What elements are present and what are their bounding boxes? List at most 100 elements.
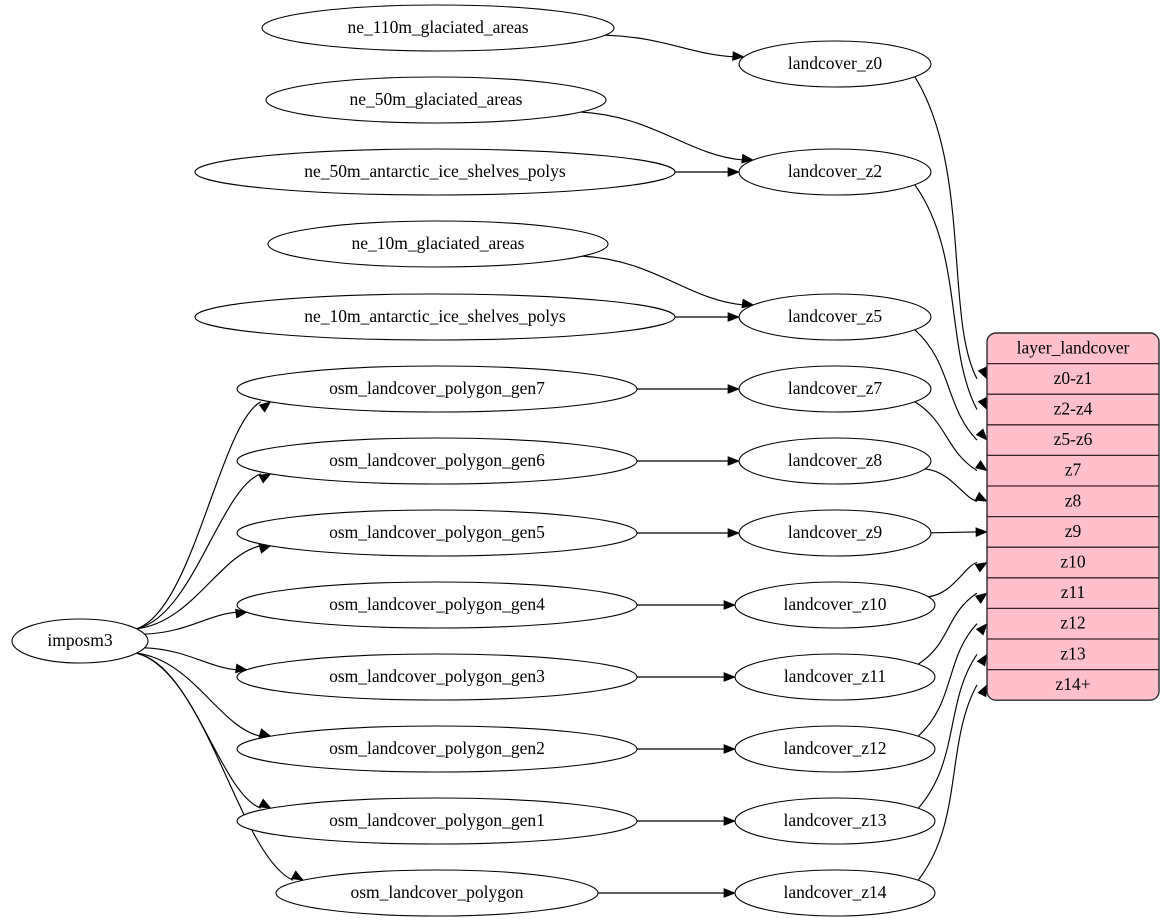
ne-node-ne10g[interactable]: ne_10m_glaciated_areas — [267, 220, 609, 268]
osm-node-gen5[interactable]: osm_landcover_polygon_gen5 — [236, 509, 638, 557]
edge-lz12-to-r-z12 — [917, 622, 988, 737]
table-row-label: z12 — [1060, 613, 1085, 633]
edge-arrowhead — [727, 167, 740, 177]
osm-node-gen1[interactable]: osm_landcover_polygon_gen1 — [236, 797, 638, 845]
table-row-z0-z1[interactable]: z0-z1 — [987, 364, 1159, 395]
edge-lz14-to-r-z14 — [917, 684, 988, 881]
landcover-node-lz10[interactable]: landcover_z10 — [734, 581, 936, 629]
table-row-label: z5-z6 — [1054, 429, 1093, 449]
node-shape — [267, 220, 609, 268]
ne-node-ne50g[interactable]: ne_50m_glaciated_areas — [265, 76, 607, 124]
edge-ne10g-to-lz5 — [582, 255, 755, 309]
table-row-z2-z4[interactable]: z2-z4 — [987, 394, 1159, 425]
edge-line — [917, 592, 978, 665]
osm-node-gen2[interactable]: osm_landcover_polygon_gen2 — [236, 725, 638, 773]
table-row-z13[interactable]: z13 — [987, 639, 1159, 670]
edge-gen4-to-lz10 — [637, 600, 736, 610]
edge-ne50g-to-lz2 — [580, 111, 755, 164]
ne-node-ne50a[interactable]: ne_50m_antarctic_ice_shelves_polys — [194, 148, 676, 196]
table-row-z11[interactable]: z11 — [987, 578, 1159, 609]
osm-node-gen4[interactable]: osm_landcover_polygon_gen4 — [236, 581, 638, 629]
node-shape — [236, 581, 638, 629]
node-shape — [194, 293, 676, 341]
edge-lz2-to-r-z2z4 — [914, 184, 988, 411]
edge-arrowhead — [732, 51, 745, 61]
edge-line — [605, 34, 734, 58]
node-shape — [236, 365, 638, 413]
osm-node-gen3[interactable]: osm_landcover_polygon_gen3 — [236, 653, 638, 701]
edge-arrowhead — [976, 653, 988, 667]
edge-line — [914, 401, 978, 472]
table-row-z10[interactable]: z10 — [987, 547, 1159, 578]
edge-lz5-to-r-z5z6 — [914, 329, 988, 441]
table-row-z9[interactable]: z9 — [987, 517, 1159, 548]
node-shape — [734, 725, 936, 773]
node-label: landcover_z11 — [784, 666, 886, 686]
table-row-z14-[interactable]: z14+ — [987, 670, 1159, 701]
osm-node-gen7[interactable]: osm_landcover_polygon_gen7 — [236, 365, 638, 413]
edge-arrowhead — [977, 397, 988, 411]
edge-arrowhead — [741, 298, 755, 309]
edge-imposm3-to-gen6 — [136, 473, 272, 630]
node-label: landcover_z10 — [783, 594, 886, 614]
node-label: ne_10m_antarctic_ice_shelves_polys — [304, 306, 566, 326]
edge-lz10-to-r-z10 — [928, 561, 988, 598]
landcover-node-lz13[interactable]: landcover_z13 — [734, 797, 936, 845]
node-label: osm_landcover_polygon_gen1 — [329, 810, 545, 830]
node-shape — [236, 653, 638, 701]
source-node-imposm3[interactable]: imposm3 — [11, 618, 149, 664]
edge-arrowhead — [258, 401, 272, 413]
table-row-z8[interactable]: z8 — [987, 486, 1159, 517]
table-row-z5-z6[interactable]: z5-z6 — [987, 425, 1159, 456]
node-shape — [734, 653, 936, 701]
node-shape — [236, 725, 638, 773]
landcover-node-lz2[interactable]: landcover_z2 — [738, 148, 932, 196]
node-shape — [11, 618, 149, 664]
node-shape — [261, 4, 615, 52]
edge-arrowhead — [723, 672, 736, 682]
table-row-label: z13 — [1060, 643, 1086, 663]
ne-node-ne110g[interactable]: ne_110m_glaciated_areas — [261, 4, 615, 52]
landcover-node-lz14[interactable]: landcover_z14 — [734, 869, 936, 917]
landcover-node-lz11[interactable]: landcover_z11 — [734, 653, 936, 701]
node-shape — [194, 148, 676, 196]
landcover-node-lz7[interactable]: landcover_z7 — [738, 365, 932, 413]
nodes-layer: imposm3 ne_110m_glaciated_areas ne_50m_gla… — [11, 4, 936, 917]
table-row-z7[interactable]: z7 — [987, 455, 1159, 486]
edge-imposm3-to-gen0 — [136, 652, 304, 881]
landcover-node-lz5[interactable]: landcover_z5 — [738, 293, 932, 341]
osm-node-gen6[interactable]: osm_landcover_polygon_gen6 — [236, 437, 638, 485]
edge-gen6-to-lz8 — [637, 456, 740, 466]
landcover-node-lz8[interactable]: landcover_z8 — [738, 437, 932, 485]
landcover-node-lz0[interactable]: landcover_z0 — [738, 40, 932, 88]
node-shape — [236, 509, 638, 557]
edge-lz9-to-r-z9 — [930, 527, 988, 538]
edge-line — [582, 255, 744, 306]
edge-ne50a-to-lz2 — [675, 167, 740, 177]
edge-gen1-to-lz13 — [637, 816, 736, 826]
edge-line — [925, 468, 978, 502]
node-shape — [734, 581, 936, 629]
node-label: landcover_z14 — [783, 882, 886, 902]
edge-gen2-to-lz12 — [637, 744, 736, 754]
ne-node-ne10a[interactable]: ne_10m_antarctic_ice_shelves_polys — [194, 293, 676, 341]
node-label: osm_landcover_polygon_gen4 — [329, 594, 545, 614]
edge-imposm3-to-gen5 — [136, 544, 272, 630]
node-label: landcover_z0 — [788, 53, 883, 73]
edge-imposm3-to-gen7 — [136, 401, 272, 630]
edge-arrowhead — [727, 312, 740, 322]
edge-arrowhead — [723, 888, 736, 898]
node-label: osm_landcover_polygon_gen2 — [329, 738, 545, 758]
table-row-z12[interactable]: z12 — [987, 608, 1159, 639]
node-label: landcover_z2 — [788, 161, 882, 181]
edge-arrowhead — [258, 798, 272, 809]
landcover-node-lz9[interactable]: landcover_z9 — [738, 509, 932, 557]
edge-arrowhead — [290, 870, 304, 881]
landcover-node-lz12[interactable]: landcover_z12 — [734, 725, 936, 773]
edge-imposm3-to-gen2 — [136, 652, 272, 738]
edge-line — [928, 561, 978, 598]
edge-gen3-to-lz11 — [637, 672, 736, 682]
osm-node-gen0[interactable]: osm_landcover_polygon — [275, 869, 599, 917]
